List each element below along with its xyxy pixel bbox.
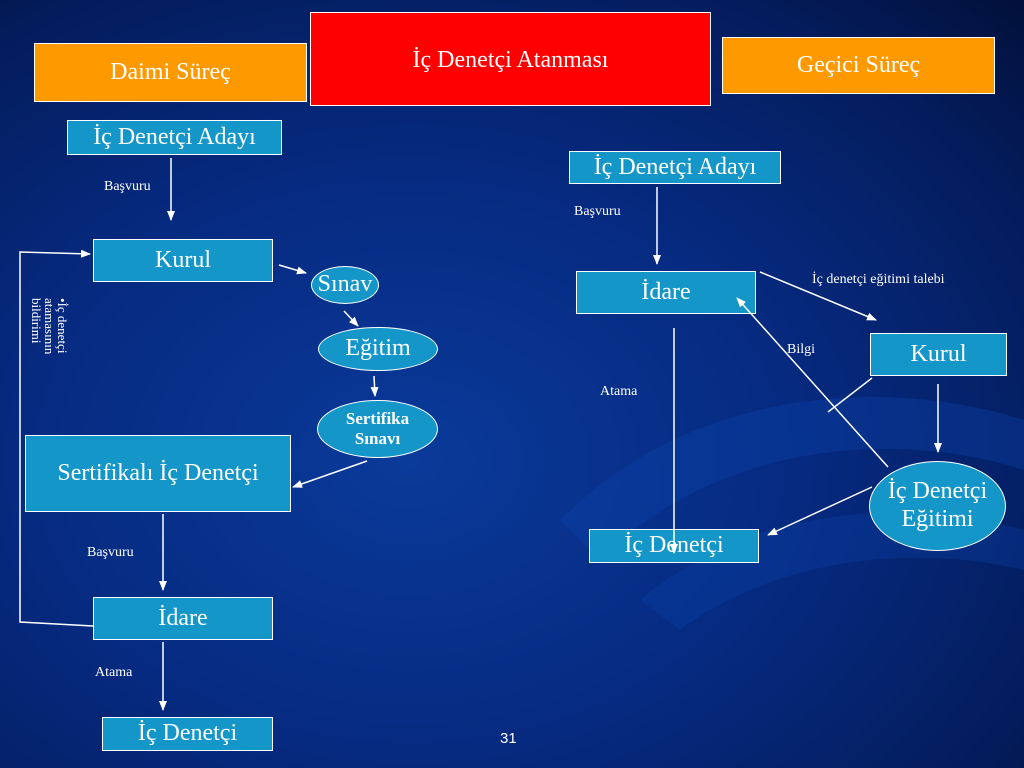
- right-apply-label: Başvuru: [574, 204, 621, 219]
- training-request-label: İç denetçi eğitimi talebi: [812, 272, 945, 287]
- left-appointment-label: Atama: [95, 665, 133, 680]
- left-board-node: Kurul: [93, 239, 273, 282]
- arrow-exam-to-training: [343, 310, 359, 327]
- left-candidate-node: İç Denetçi Adayı: [67, 120, 282, 155]
- certified-auditor-node: Sertifikalı İç Denetçi: [25, 435, 291, 512]
- right-candidate-node: İç Denetçi Adayı: [569, 151, 781, 184]
- arrow-training-to-administration: [736, 297, 889, 468]
- left-apply-label-2: Başvuru: [87, 545, 134, 560]
- left-apply-label: Başvuru: [104, 179, 151, 194]
- page-number: 31: [500, 730, 517, 747]
- right-board-node: Kurul: [870, 333, 1007, 376]
- daimi-surec-header: Daimi Süreç: [34, 43, 307, 102]
- training-node: Eğitim: [318, 327, 438, 371]
- right-appointment-label: Atama: [600, 384, 638, 399]
- arrow-notify-loop: [19, 249, 94, 627]
- arrow-training-to-cert-exam: [370, 375, 379, 397]
- arrow-board-to-exam: [278, 264, 307, 275]
- arrow-training-to-auditor: [767, 486, 873, 536]
- exam-node: Sınav: [311, 266, 379, 304]
- right-administration-node: İdare: [576, 271, 756, 314]
- main-title-box: İç Denetçi Atanması: [310, 12, 711, 106]
- left-administration-node: İdare: [93, 597, 273, 640]
- certificate-exam-node: Sertifika Sınavı: [317, 400, 438, 458]
- arrow-administration-to-board: [759, 271, 877, 321]
- auditor-training-node: İç Denetçi Eğitimi: [869, 461, 1006, 551]
- line-board-to-administration-info: [827, 377, 873, 413]
- left-auditor-node: İç Denetçi: [102, 717, 273, 751]
- gecici-surec-header: Geçici Süreç: [722, 37, 995, 94]
- info-label: Bilgi: [787, 342, 816, 357]
- arrow-cert-exam-to-certified: [292, 460, 368, 488]
- notify-appointment-note: •İç denetçi atamasının bildirimi: [29, 298, 70, 355]
